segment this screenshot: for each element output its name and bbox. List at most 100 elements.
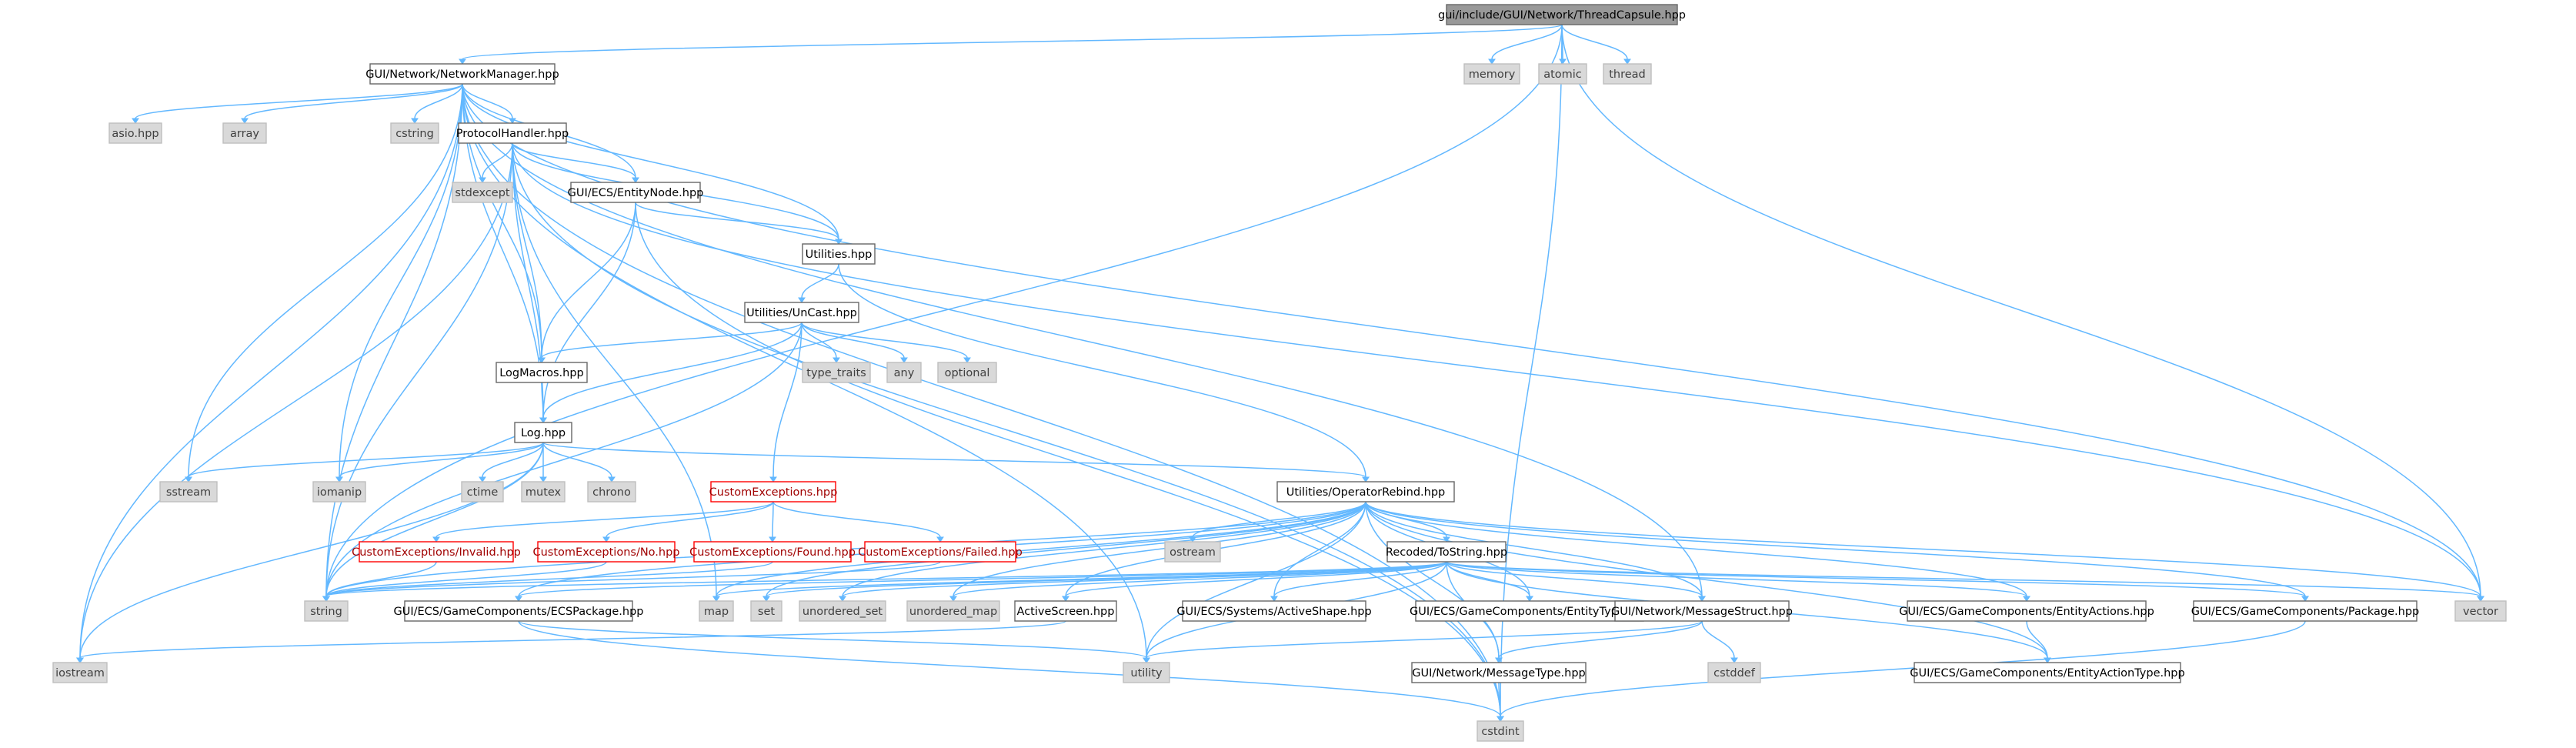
edge-recoded-to-activeshape bbox=[1273, 561, 1447, 597]
node-gui-ecs-gamecomponents-package-hpp[interactable]: GUI/ECS/GameComponents/Package.hpp bbox=[2191, 600, 2420, 622]
node-customexceptions-no-hpp[interactable]: CustomExceptions/No.hpp bbox=[532, 541, 680, 563]
arrowhead-nm-to-asio bbox=[132, 118, 139, 124]
node-chrono: chrono bbox=[587, 481, 636, 503]
arrowhead-uncast-to-customexc bbox=[769, 476, 777, 483]
edge-nm-to-asio bbox=[135, 83, 463, 119]
node-label: asio.hpp bbox=[112, 128, 158, 140]
edges-layer bbox=[76, 24, 2484, 722]
node-gui-ecs-systems-activeshape-hpp[interactable]: GUI/ECS/Systems/ActiveShape.hpp bbox=[1176, 600, 1372, 622]
node-label: mutex bbox=[526, 486, 562, 499]
node-label: vector bbox=[2463, 606, 2498, 618]
node-label: GUI/Network/MessageStruct.hpp bbox=[1611, 606, 1793, 618]
node-atomic: atomic bbox=[1538, 63, 1587, 85]
node-box bbox=[1415, 600, 1644, 622]
node-box bbox=[461, 481, 504, 503]
node-gui-ecs-gamecomponents-ecspackage-hpp[interactable]: GUI/ECS/GameComponents/ECSPackage.hpp bbox=[394, 600, 644, 622]
edge-recoded-to-entityactions bbox=[1446, 561, 2027, 597]
arrowhead-msgstruct-to-utility bbox=[1143, 657, 1150, 663]
node-customexceptions-failed-hpp[interactable]: CustomExceptions/Failed.hpp bbox=[858, 541, 1023, 563]
node-box bbox=[1386, 541, 1507, 563]
node-activescreen-hpp[interactable]: ActiveScreen.hpp bbox=[1014, 600, 1117, 622]
node-utilities-hpp[interactable]: Utilities.hpp bbox=[802, 243, 876, 265]
node-box bbox=[906, 600, 1000, 622]
node-protocolhandler-hpp[interactable]: ProtocolHandler.hpp bbox=[456, 122, 569, 144]
edge-msgtype-to-cstdint bbox=[1498, 682, 1501, 717]
edge-oprebind-to-set bbox=[766, 501, 1366, 597]
node-label: ostream bbox=[1170, 546, 1216, 559]
node-box bbox=[1014, 600, 1117, 622]
node-gui-include-gui-network-threadcapsule-hpp[interactable]: gui/include/GUI/Network/ThreadCapsule.hp… bbox=[1438, 4, 1686, 25]
arrowhead-recoded-to-map bbox=[712, 596, 720, 602]
node-label: set bbox=[758, 606, 775, 618]
node-box bbox=[52, 662, 108, 683]
node-utilities-uncast-hpp[interactable]: Utilities/UnCast.hpp bbox=[744, 302, 859, 323]
node-array: array bbox=[222, 122, 267, 144]
node-gui-ecs-gamecomponents-entitytype-hpp[interactable]: GUI/ECS/GameComponents/EntityType.hpp bbox=[1410, 600, 1650, 622]
node-logmacros-hpp[interactable]: LogMacros.hpp bbox=[496, 362, 588, 383]
edge-recoded-to-umap bbox=[953, 561, 1447, 597]
node-gui-ecs-entitynode-hpp[interactable]: GUI/ECS/EntityNode.hpp bbox=[568, 182, 704, 203]
arrowhead-recoded-to-umap bbox=[949, 596, 957, 602]
edge-root-to-cstdint bbox=[1500, 24, 1563, 717]
edge-uncast-to-log bbox=[542, 322, 802, 419]
node-customexceptions-hpp[interactable]: CustomExceptions.hpp bbox=[709, 481, 838, 503]
edge-nm-to-iomanip bbox=[339, 83, 463, 478]
arrowhead-log-to-mutex bbox=[539, 476, 547, 483]
node-gui-ecs-gamecomponents-entityactions-hpp[interactable]: GUI/ECS/GameComponents/EntityActions.hpp bbox=[1899, 600, 2154, 622]
node-box bbox=[570, 182, 701, 203]
arrowhead-entitynode-to-utilities bbox=[835, 239, 843, 245]
node-box bbox=[159, 481, 218, 503]
arrowhead-recoded-to-entitytype bbox=[1526, 596, 1533, 602]
arrowhead-log-to-oprebind bbox=[1362, 476, 1370, 483]
node-box bbox=[108, 122, 162, 144]
node-ostream: ostream bbox=[1164, 541, 1221, 563]
node-label: LogMacros.hpp bbox=[499, 367, 584, 379]
edge-uncast-to-string bbox=[325, 322, 802, 597]
node-box bbox=[458, 122, 567, 144]
node-label: sstream bbox=[166, 486, 211, 499]
node-optional: optional bbox=[937, 362, 997, 383]
edge-ecspackage-to-utility bbox=[518, 620, 1147, 659]
arrowhead-log-to-ctime bbox=[479, 476, 486, 483]
arrowhead-root-to-atomic bbox=[1559, 58, 1567, 65]
edge-msgstruct-to-cstddef bbox=[1701, 620, 1735, 659]
edge-ph-to-entitynode bbox=[512, 142, 636, 179]
arrowhead-utilities-to-uncast bbox=[798, 297, 806, 303]
node-gui-network-messagestruct-hpp[interactable]: GUI/Network/MessageStruct.hpp bbox=[1611, 600, 1793, 622]
node-box bbox=[521, 481, 566, 503]
node-box bbox=[750, 600, 782, 622]
edge-uncast-to-typetraits bbox=[801, 322, 837, 359]
arrowhead-logmacros-to-log bbox=[539, 417, 547, 423]
node-customexceptions-invalid-hpp[interactable]: CustomExceptions/Invalid.hpp bbox=[352, 541, 521, 563]
edge-activescreen-to-iostream bbox=[79, 620, 1066, 659]
edge-nm-to-cstdint bbox=[462, 83, 1501, 717]
node-gui-ecs-gamecomponents-entityactiontype-hpp[interactable]: GUI/ECS/GameComponents/EntityActionType.… bbox=[1910, 662, 2185, 683]
edge-log-to-ctime bbox=[482, 442, 544, 478]
node-gui-network-networkmanager-hpp[interactable]: GUI/Network/NetworkManager.hpp bbox=[365, 63, 559, 85]
edge-log-to-iomanip bbox=[339, 442, 544, 478]
node-log-hpp[interactable]: Log.hpp bbox=[514, 422, 572, 443]
arrowhead-uncast-to-typetraits bbox=[833, 357, 840, 363]
arrowhead-uncast-to-optional bbox=[963, 357, 971, 363]
arrowhead-root-to-memory bbox=[1488, 58, 1496, 65]
arrowhead-recoded-to-uset bbox=[839, 596, 846, 602]
node-gui-network-messagetype-hpp[interactable]: GUI/Network/MessageType.hpp bbox=[1411, 662, 1587, 683]
node-label: Utilities/OperatorRebind.hpp bbox=[1286, 486, 1446, 499]
node-label: gui/include/GUI/Network/ThreadCapsule.hp… bbox=[1438, 9, 1686, 22]
edge-oprebind-to-msgstruct bbox=[1365, 501, 1703, 597]
node-box bbox=[802, 362, 871, 383]
edge-log-to-chrono bbox=[542, 442, 612, 478]
edge-log-to-string bbox=[325, 442, 544, 597]
node-label: unordered_set bbox=[802, 606, 883, 618]
node-utility: utility bbox=[1123, 662, 1170, 683]
node-box bbox=[1914, 662, 2181, 683]
edge-nm-to-string bbox=[325, 83, 463, 597]
node-recoded-tostring-hpp[interactable]: Recoded/ToString.hpp bbox=[1386, 541, 1507, 563]
node-box bbox=[312, 481, 366, 503]
arrowhead-log-to-iomanip bbox=[335, 476, 343, 483]
node-customexceptions-found-hpp[interactable]: CustomExceptions/Found.hpp bbox=[689, 541, 856, 563]
node-box bbox=[1446, 4, 1678, 25]
node-box bbox=[744, 302, 859, 323]
node-utilities-operatorrebind-hpp[interactable]: Utilities/OperatorRebind.hpp bbox=[1276, 481, 1455, 503]
edge-logmacros-to-log bbox=[541, 382, 544, 419]
